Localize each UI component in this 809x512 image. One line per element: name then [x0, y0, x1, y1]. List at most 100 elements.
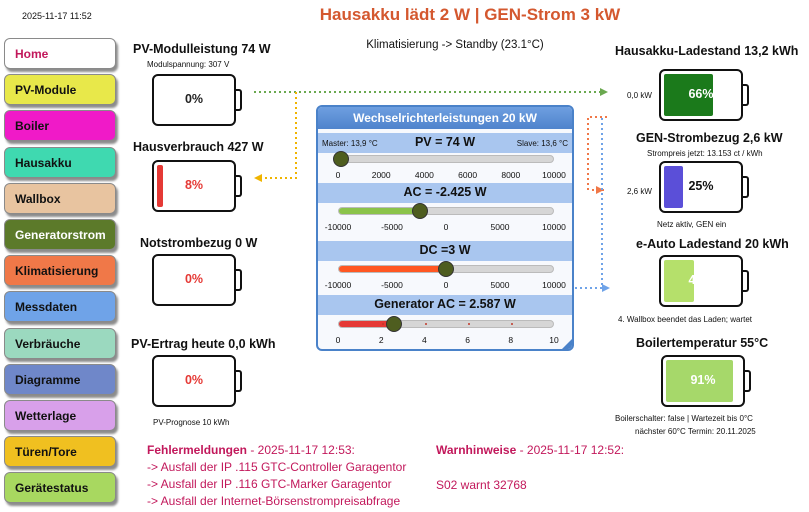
akku-battery[interactable]: 66%	[659, 69, 743, 121]
ac-slider-label: AC = -2.425 W	[403, 185, 487, 199]
gen-power-label: 2,6 kW	[627, 187, 652, 196]
dc-slider-knob[interactable]	[438, 261, 455, 277]
emergency-battery[interactable]: 0%	[152, 254, 236, 306]
pv-battery-tip	[236, 89, 242, 111]
sidebar-item-wallbox[interactable]: Wallbox	[4, 182, 116, 214]
akku-battery-fill	[664, 74, 713, 116]
tick-label: 4000	[414, 170, 434, 180]
gen-battery-label: 25%	[688, 179, 714, 193]
sidebar-item-türen-tore[interactable]: Türen/Tore	[4, 436, 116, 468]
pv-slider-knob[interactable]	[332, 151, 349, 167]
tick-label: -10000	[324, 222, 352, 232]
house-battery[interactable]: 8%	[152, 160, 236, 212]
error-list: -> Ausfall der IP .115 GTC-Controller Ga…	[147, 460, 406, 511]
pv-slider-label: PV = 74 W	[414, 135, 476, 149]
sidebar-item-home[interactable]: Home	[4, 38, 116, 69]
tick-label: -5000	[381, 280, 403, 290]
akku-battery-label: 66%	[688, 87, 714, 101]
house-battery-label: 8%	[184, 178, 204, 192]
gen-slider-track[interactable]	[338, 316, 554, 332]
emergency-tile-title: Notstrombezug 0 W	[140, 236, 258, 250]
boiler-battery-fill	[666, 360, 734, 402]
yield-battery[interactable]: 0%	[152, 355, 236, 407]
gen-battery[interactable]: 25%	[659, 161, 743, 213]
tick-label: 10000	[542, 280, 566, 290]
ev-battery-label: 40%	[688, 273, 714, 287]
emergency-battery-label: 0%	[184, 272, 204, 286]
boiler-battery[interactable]: 91%	[661, 355, 745, 407]
yield-battery-tip	[236, 370, 242, 392]
akku-tile-title: Hausakku-Ladestand 13,2 kWh	[615, 44, 799, 58]
flow-arrow-akku	[600, 88, 608, 96]
tick-label: 4	[422, 335, 427, 345]
klima-status: Klimatisierung -> Standby (23.1°C)	[366, 39, 544, 51]
pv-slider-header: Master: 13,9 °C PV = 74 W Slave: 13,6 °C	[318, 133, 572, 153]
sidebar-item-boiler[interactable]: Boiler	[4, 110, 116, 142]
dc-slider-header: DC =3 W	[318, 241, 572, 261]
master-temperature: Master: 13,9 °C	[322, 139, 378, 148]
ac-slider-knob[interactable]	[412, 203, 429, 219]
boiler-switch-note: Boilerschalter: false | Wartezeit bis 0°…	[615, 414, 753, 423]
boiler-battery-tip	[745, 370, 751, 392]
gen-slider-knob[interactable]	[386, 316, 403, 332]
ev-battery[interactable]: 40%	[659, 255, 743, 307]
ev-status-note: 4. Wallbox beendet das Laden; wartet	[618, 315, 753, 324]
house-battery-fill	[157, 165, 163, 207]
house-tile-title: Hausverbrauch 427 W	[133, 140, 264, 154]
sidebar-item-klimatisierung[interactable]: Klimatisierung	[4, 255, 116, 287]
sidebar-item-verbräuche[interactable]: Verbräuche	[4, 327, 116, 359]
pv-tile-subtitle: Modulspannung: 307 V	[147, 60, 230, 69]
sidebar-item-gerätestatus[interactable]: Gerätestatus	[4, 472, 116, 504]
error-line: -> Ausfall der Internet-Börsenstrompreis…	[147, 494, 401, 508]
tick-label: 6	[465, 335, 470, 345]
page-title: Hausakku lädt 2 W | GEN-Strom 3 kW	[319, 5, 621, 24]
warnings-time: - 2025-11-17 12:52:	[516, 443, 625, 457]
gen-slider-label: Generator AC = 2.587 W	[374, 297, 516, 311]
ac-slider-track[interactable]	[338, 203, 554, 219]
pv-battery-label: 0%	[184, 92, 204, 106]
tick-label: 10000	[542, 170, 566, 180]
sidebar-item-hausakku[interactable]: Hausakku	[4, 146, 116, 178]
pv-tile-title: PV-Modulleistung 74 W	[133, 42, 271, 56]
sidebar-item-wetterlage[interactable]: Wetterlage	[4, 400, 116, 431]
sidebar-item-generatorstrom[interactable]: Generatorstrom	[4, 219, 116, 250]
ac-slider-header: AC = -2.425 W	[318, 183, 572, 203]
house-battery-tip	[236, 175, 242, 197]
emergency-battery-tip	[236, 269, 242, 291]
tick-label: 8000	[501, 170, 521, 180]
tick-label: 10000	[542, 222, 566, 232]
tick-label: 2000	[371, 170, 391, 180]
warnings-heading: Warnhinweise - 2025-11-17 12:52:	[436, 443, 624, 457]
akku-power-label: 0,0 kW	[627, 91, 652, 100]
gen-tile-title: GEN-Strombezug 2,6 kW	[636, 131, 783, 145]
boiler-schedule-note: nächster 60°C Termin: 20.11.2025	[635, 427, 756, 436]
tick-label: 0	[335, 335, 341, 345]
yield-battery-label: 0%	[184, 373, 204, 387]
errors-time: - 2025-11-17 12:53:	[247, 443, 355, 457]
panel-resize-handle[interactable]	[562, 339, 572, 349]
yield-tile-subtitle: PV-Prognose 10 kWh	[153, 418, 230, 427]
warning-line: S02 warnt 32768	[436, 478, 527, 492]
gen-battery-tip	[743, 176, 749, 198]
boiler-tile-title: Boilertemperatur 55°C	[636, 336, 769, 350]
tick-label: 5000	[490, 280, 510, 290]
tick-label: -10000	[324, 280, 352, 290]
dc-slider-label: DC =3 W	[419, 243, 471, 257]
ev-battery-tip	[743, 270, 749, 292]
ev-tile-title: e-Auto Ladestand 20 kWh	[636, 237, 789, 251]
warning-list: S02 warnt 32768	[436, 478, 527, 495]
flow-arrow-house	[254, 174, 262, 182]
flow-to-ev	[575, 117, 603, 289]
pv-slider-track[interactable]	[332, 151, 554, 167]
gen-price: Strompreis jetzt: 13.153 ct / kWh	[647, 149, 763, 158]
sidebar-item-pv-module[interactable]: PV-Module	[4, 74, 116, 106]
sidebar-item-messdaten[interactable]: Messdaten	[4, 291, 116, 323]
akku-battery-tip	[743, 84, 749, 106]
dc-slider-track[interactable]	[338, 261, 554, 277]
gen-status-note: Netz aktiv, GEN ein	[657, 220, 727, 229]
pv-battery[interactable]: 0%	[152, 74, 236, 126]
sidebar-item-diagramme[interactable]: Diagramme	[4, 363, 116, 395]
